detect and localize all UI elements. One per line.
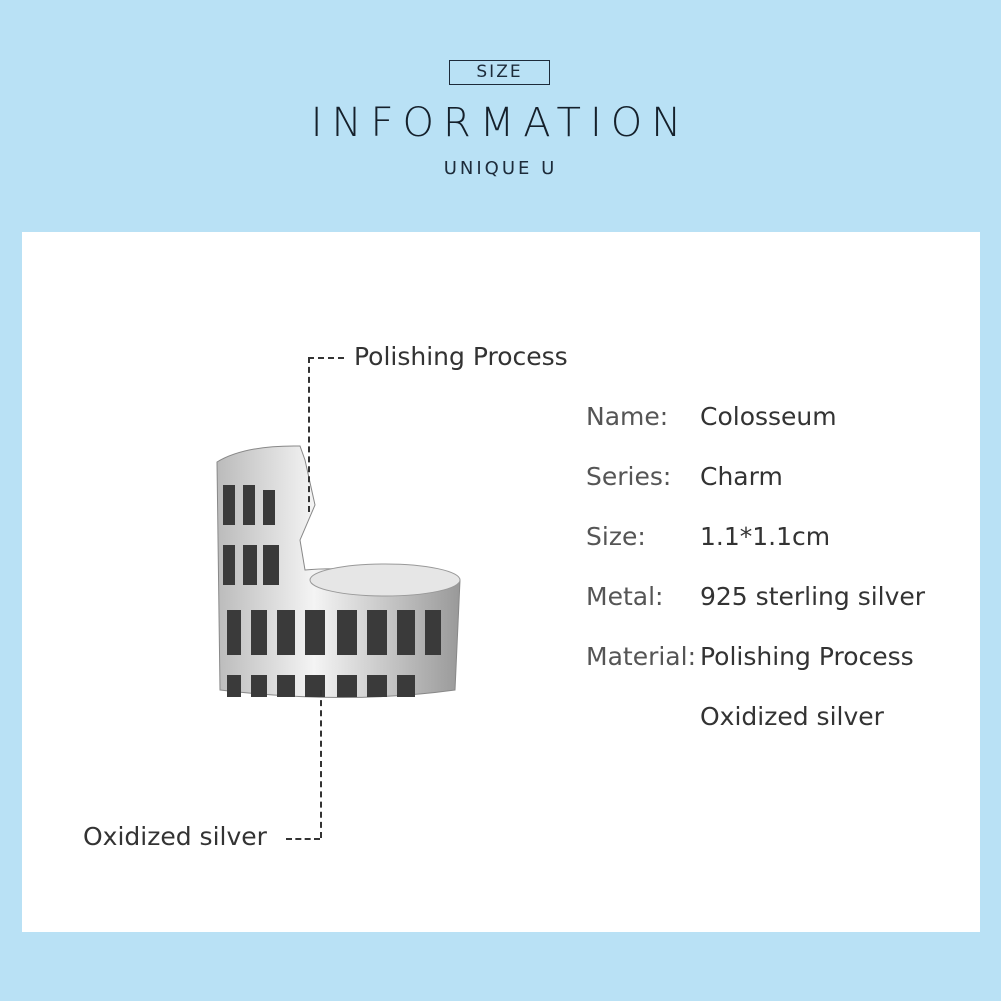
- callout-line-top-h: [308, 357, 344, 359]
- brand-subtitle: UNIQUE U: [443, 158, 558, 179]
- spec-label: Size:: [586, 522, 646, 551]
- spec-value: Polishing Process: [700, 642, 914, 671]
- size-badge: SIZE: [449, 60, 550, 85]
- callout-oxidized: Oxidized silver: [83, 822, 267, 851]
- callout-polishing: Polishing Process: [354, 342, 568, 371]
- spec-label: Name:: [586, 402, 669, 431]
- page-title: INFORMATION: [310, 100, 691, 146]
- spec-label: Series:: [586, 462, 672, 491]
- spec-value: Colosseum: [700, 402, 837, 431]
- spec-value: Charm: [700, 462, 783, 491]
- colosseum-charm-image: [216, 445, 461, 698]
- spec-label: Material:: [586, 642, 696, 671]
- info-panel: [22, 232, 980, 932]
- spec-value: 1.1*1.1cm: [700, 522, 831, 551]
- spec-value: 925 sterling silver: [700, 582, 926, 611]
- spec-value: Oxidized silver: [700, 702, 884, 731]
- callout-line-top-v: [308, 357, 310, 512]
- spec-label: Metal:: [586, 582, 664, 611]
- callout-line-bottom-h: [286, 838, 320, 840]
- callout-line-bottom-v: [320, 690, 322, 838]
